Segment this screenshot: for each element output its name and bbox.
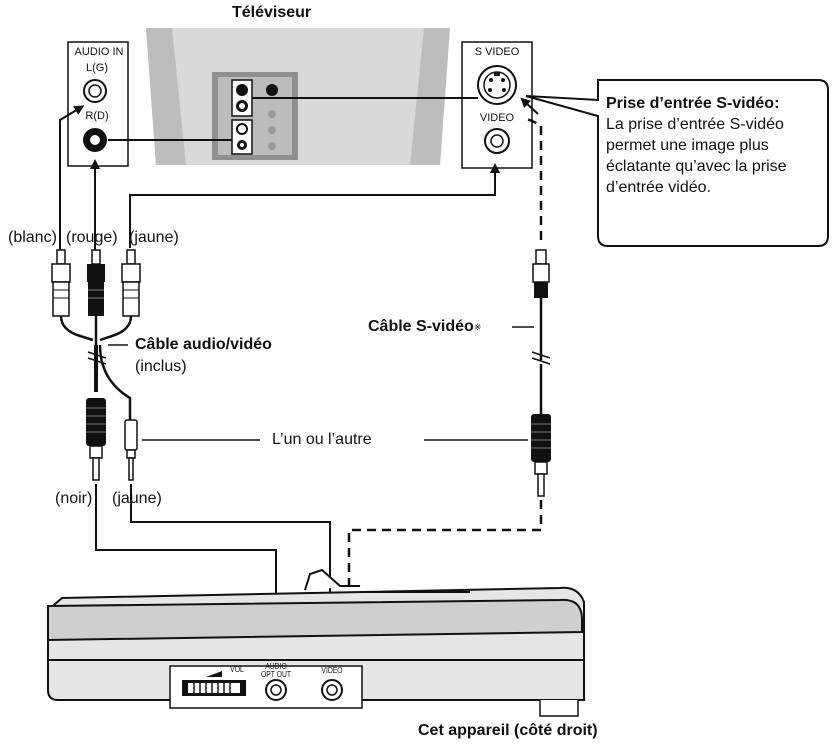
- svideo-cable: [531, 249, 551, 497]
- audio-label: AUDIO: [265, 662, 287, 671]
- audio-in-box: [67, 41, 129, 167]
- tv-title: Téléviseur: [232, 4, 312, 21]
- av-cable-included: (inclus): [135, 358, 187, 375]
- svideo-note-mark: ※: [473, 322, 482, 332]
- plug-yellow-label: (jaune): [129, 229, 179, 246]
- either-label: L’un ou l’autre: [272, 431, 372, 448]
- callout-text: Prise d’entrée S-vidéo: La prise d’entré…: [606, 93, 824, 198]
- av-cable-label: Câble audio/vidéo: [135, 336, 272, 353]
- av-mini-plugs: [86, 398, 138, 481]
- av-cable: [59, 315, 133, 420]
- audio-in-label: AUDIO IN: [74, 46, 124, 58]
- callout-title: Prise d’entrée S-vidéo:: [606, 95, 780, 112]
- svideo-cable-label: Câble S-vidéo※: [368, 318, 482, 335]
- right-channel-label: R(D): [85, 110, 109, 122]
- callout-body: La prise d’entrée S-vidéo permet une ima…: [606, 116, 787, 196]
- vol-label: VOL: [230, 665, 244, 674]
- plug-red-label: (rouge): [66, 229, 118, 246]
- dvd-unit: [47, 568, 585, 717]
- plug-yellow-mini-label: (jaune): [112, 490, 162, 507]
- video-label: VIDEO: [479, 112, 515, 124]
- callout-bubble: [525, 79, 829, 247]
- plug-black-label: (noir): [55, 490, 93, 507]
- tv-back: [146, 28, 450, 165]
- plug-white-label: (blanc): [8, 229, 57, 246]
- left-channel-label: L(G): [86, 62, 108, 74]
- svideo-box: [461, 41, 533, 169]
- unit-caption: Cet appareil (côté droit): [418, 722, 598, 739]
- opt-out-label: OPT OUT: [260, 670, 292, 679]
- s-video-label: S VIDEO: [474, 46, 520, 58]
- panel-svideo-icon: [236, 84, 248, 96]
- unit-video-label: VIDEO: [321, 666, 343, 675]
- rca-plugs: [51, 249, 141, 317]
